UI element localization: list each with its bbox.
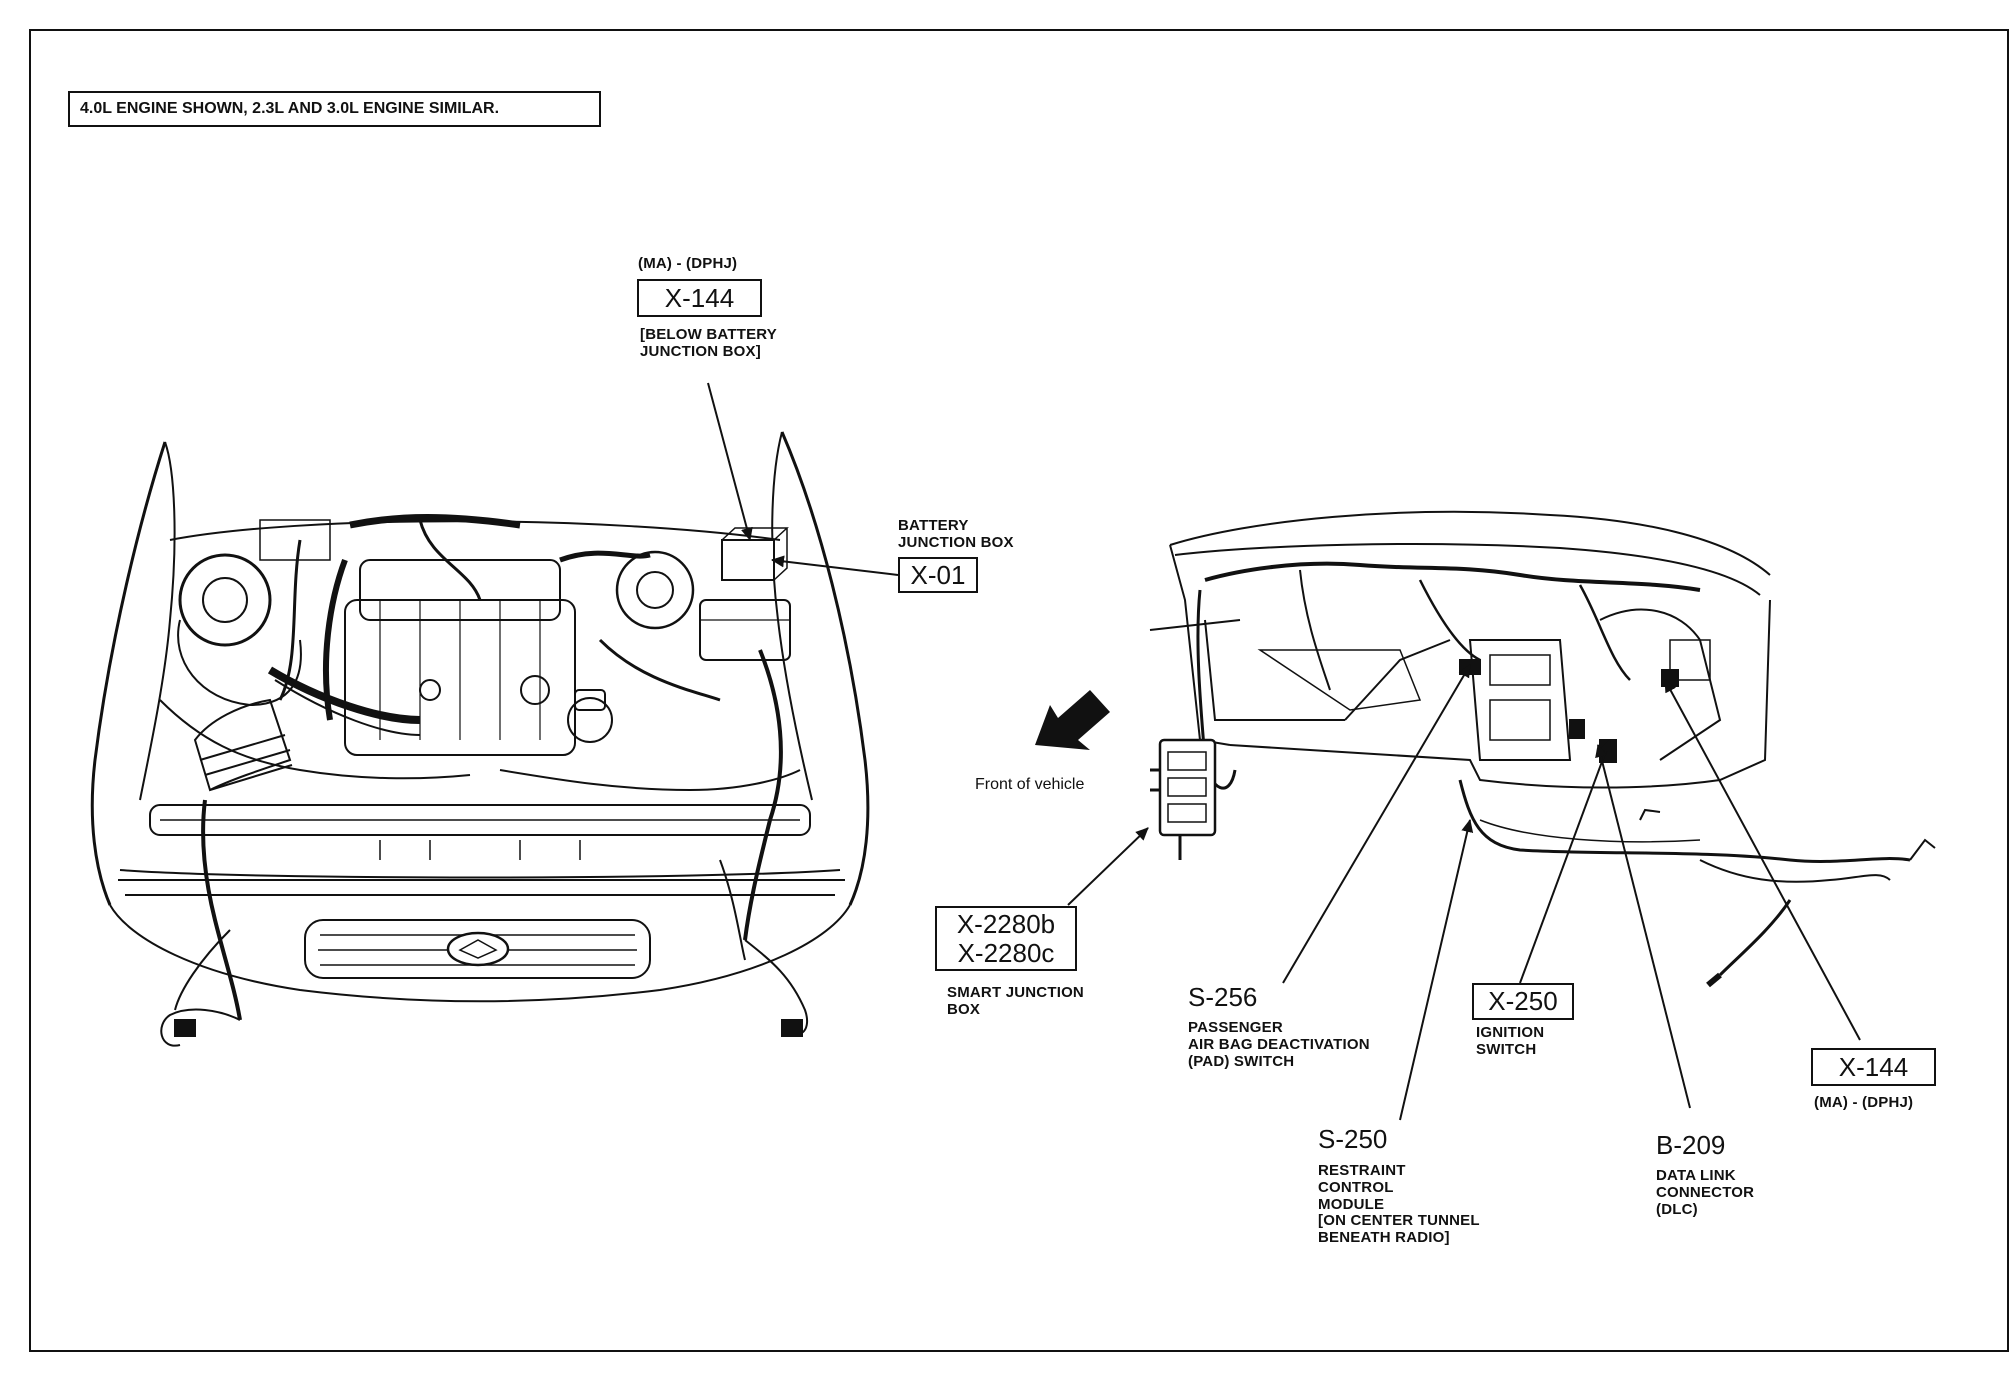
callout-leader-lines	[707, 382, 1861, 1121]
b209-desc-line: DATA LINK	[1656, 1167, 1736, 1184]
s250-desc-line: BENEATH RADIO]	[1318, 1229, 1450, 1247]
x144-top-connector-box: X-144	[637, 279, 762, 317]
engine-bay-illustration	[90, 431, 870, 1047]
b209-desc-line: CONNECTOR	[1656, 1183, 1755, 1201]
x2280-connector-box: X-2280b X-2280c	[935, 906, 1077, 971]
x01-code: X-01	[910, 559, 966, 590]
x250-code: X-250	[1488, 986, 1558, 1016]
s250-code: S-250	[1318, 1124, 1388, 1154]
x144-top-code: X-144	[664, 282, 735, 313]
x2280c-code: X-2280c	[957, 937, 1055, 968]
x144-top-desc-line: JUNCTION BOX]	[640, 342, 761, 360]
s250-desc-line: MODULE	[1318, 1195, 1385, 1213]
s256-desc-line: (PAD) SWITCH	[1188, 1052, 1295, 1070]
s256-code: S-256	[1188, 982, 1258, 1012]
b209-code: B-209	[1656, 1130, 1726, 1160]
s250-desc-line: RESTRAINT	[1318, 1162, 1406, 1179]
engine-variant-note: 4.0L ENGINE SHOWN, 2.3L AND 3.0L ENGINE …	[68, 91, 601, 127]
x2280-desc-line: BOX	[947, 1000, 981, 1018]
s250-desc: RESTRAINT CONTROL MODULE [ON CENTER TUNN…	[1318, 1162, 1480, 1247]
x250-desc-line: IGNITION	[1476, 1024, 1545, 1041]
s250-desc-line: CONTROL	[1318, 1178, 1394, 1196]
x2280-desc: SMART JUNCTION BOX	[947, 984, 1084, 1019]
x144-right-code: X-144	[1838, 1051, 1909, 1082]
x250-connector-box: X-250	[1472, 983, 1574, 1020]
front-of-vehicle-label: Front of vehicle	[975, 776, 1085, 793]
instrument-panel-illustration	[1149, 510, 1936, 988]
x01-desc-line: JUNCTION BOX	[898, 533, 1014, 551]
x250-desc-line: SWITCH	[1476, 1040, 1537, 1058]
s256-desc: PASSENGER AIR BAG DEACTIVATION (PAD) SWI…	[1188, 1019, 1370, 1070]
front-direction-arrow	[1035, 690, 1110, 750]
x01-desc: BATTERY JUNCTION BOX	[898, 517, 1014, 552]
x144-top-variant-label: (MA) - (DPHJ)	[638, 255, 738, 272]
x01-desc-line: BATTERY	[898, 517, 969, 534]
s256-desc-line: PASSENGER	[1188, 1019, 1283, 1036]
s256-desc-line: AIR BAG DEACTIVATION	[1188, 1035, 1370, 1053]
x01-connector-box: X-01	[898, 557, 978, 593]
b209-desc-line: (DLC)	[1656, 1200, 1698, 1218]
x144-top-desc-line: [BELOW BATTERY	[640, 326, 777, 343]
x144-right-connector-box: X-144	[1811, 1048, 1936, 1086]
x2280-desc-line: SMART JUNCTION	[947, 984, 1084, 1001]
x250-desc: IGNITION SWITCH	[1476, 1024, 1545, 1059]
s250-desc-line: [ON CENTER TUNNEL	[1318, 1212, 1480, 1230]
diagram-frame	[29, 29, 2009, 1352]
x2280b-code: X-2280b	[956, 908, 1056, 939]
x144-top-desc: [BELOW BATTERY JUNCTION BOX]	[640, 326, 777, 361]
x144-right-variant-label: (MA) - (DPHJ)	[1814, 1094, 1914, 1111]
b209-desc: DATA LINK CONNECTOR (DLC)	[1656, 1167, 1755, 1218]
